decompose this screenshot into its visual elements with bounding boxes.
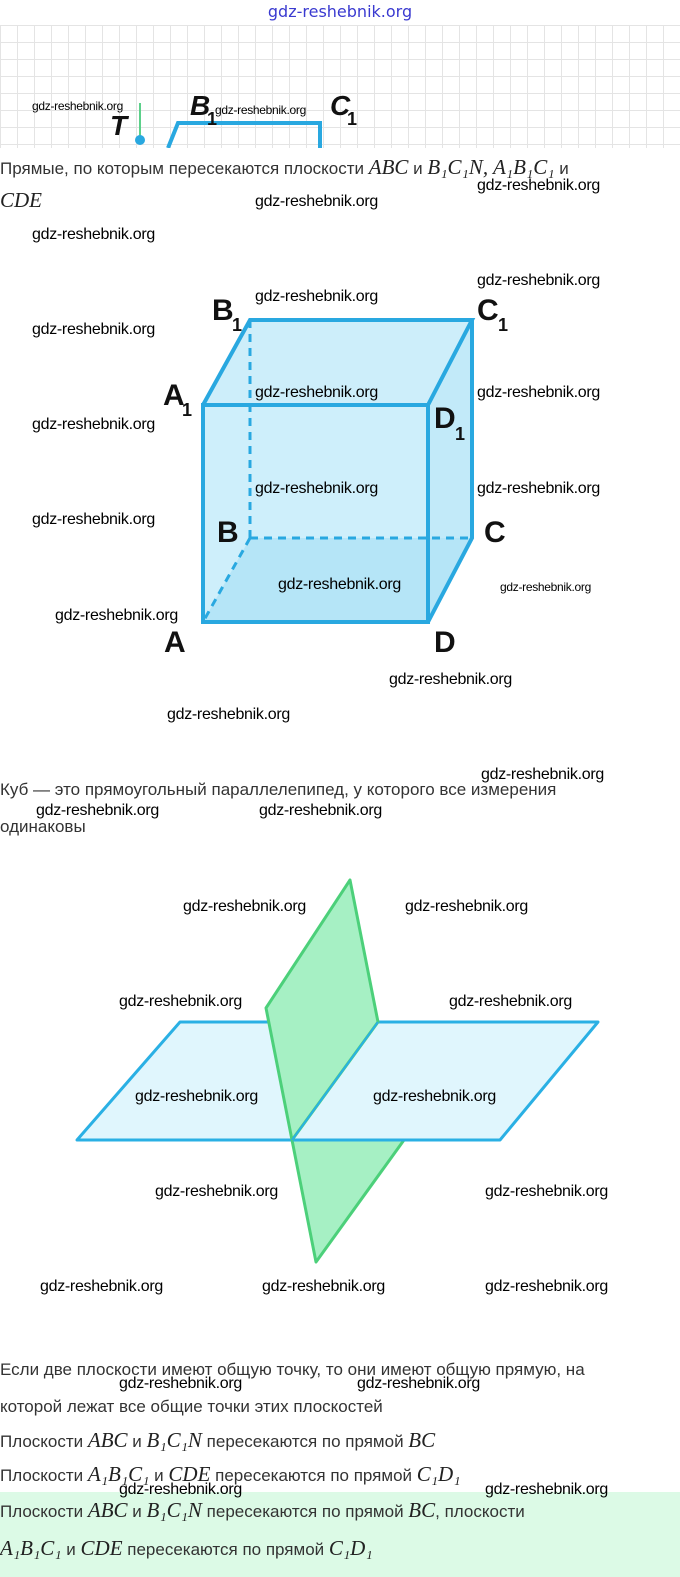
cube-definition: Куб — это прямоугольный параллелепипед, … <box>0 780 557 799</box>
watermark: gdz-reshebnik.org <box>55 607 178 624</box>
watermark: gdz-reshebnik.org <box>40 1278 163 1295</box>
watermark: gdz-reshebnik.org <box>500 580 591 594</box>
label-a: A <box>164 626 186 659</box>
watermark: gdz-reshebnik.org <box>278 576 401 593</box>
label-c1: C <box>330 90 351 121</box>
watermark: gdz-reshebnik.org <box>32 99 123 113</box>
watermark: gdz-reshebnik.org <box>373 1088 496 1105</box>
watermark: gdz-reshebnik.org <box>485 1278 608 1295</box>
label-c: C <box>484 516 506 549</box>
watermark: gdz-reshebnik.org <box>405 898 528 915</box>
statement-c1d1: Плоскости A₁B₁C₁ и CDE пересекаются по п… <box>0 1462 461 1486</box>
label-a1: A <box>163 379 185 412</box>
watermark: gdz-reshebnik.org <box>119 993 242 1010</box>
answer-line-2: A₁B₁C₁ и CDE пересекаются по прямой C₁D₁ <box>0 1536 373 1560</box>
watermark: gdz-reshebnik.org <box>119 1375 242 1392</box>
cube-top-fragment <box>166 121 322 148</box>
watermark: gdz-reshebnik.org <box>32 226 155 243</box>
watermark: gdz-reshebnik.org <box>255 288 378 305</box>
watermark: gdz-reshebnik.org <box>477 480 600 497</box>
watermark: gdz-reshebnik.org <box>119 1481 242 1498</box>
label-c1: C <box>477 294 499 327</box>
watermark: gdz-reshebnik.org <box>255 480 378 497</box>
watermark: gdz-reshebnik.org <box>477 384 600 401</box>
watermark: gdz-reshebnik.org <box>32 321 155 338</box>
site-header-link[interactable]: gdz-reshebnik.org <box>267 2 413 21</box>
watermark: gdz-reshebnik.org <box>477 177 600 194</box>
svg-text:1: 1 <box>455 424 465 444</box>
planes-figure <box>75 878 600 1264</box>
watermark: gdz-reshebnik.org <box>485 1481 608 1498</box>
watermark: gdz-reshebnik.org <box>183 898 306 915</box>
point-t <box>135 135 145 145</box>
answer-box <box>0 1492 680 1577</box>
watermark: gdz-reshebnik.org <box>481 766 604 783</box>
label-d1: D <box>434 402 456 435</box>
watermark: gdz-reshebnik.org <box>449 993 572 1010</box>
label-b: B <box>217 516 239 549</box>
svg-text:1: 1 <box>498 315 508 335</box>
svg-text:1: 1 <box>232 315 242 335</box>
watermark: gdz-reshebnik.org <box>135 1088 258 1105</box>
watermark: gdz-reshebnik.org <box>485 1183 608 1200</box>
top-figure-grid <box>0 25 680 148</box>
watermark: gdz-reshebnik.org <box>259 802 382 819</box>
watermark: gdz-reshebnik.org <box>32 511 155 528</box>
axiom-text: Если две плоскости имеют общую точку, то… <box>0 1360 585 1379</box>
paragraph-lines: Прямые, по которым пересекаются плоскост… <box>0 155 569 179</box>
label-b1: B <box>212 294 234 327</box>
label-b1: B <box>190 90 210 121</box>
watermark: gdz-reshebnik.org <box>357 1375 480 1392</box>
watermark: gdz-reshebnik.org <box>255 193 378 210</box>
label-d: D <box>434 626 456 659</box>
watermark: gdz-reshebnik.org <box>155 1183 278 1200</box>
watermark: gdz-reshebnik.org <box>262 1278 385 1295</box>
top-figure: T B 1 C 1 <box>110 90 357 148</box>
watermark: gdz-reshebnik.org <box>389 671 512 688</box>
watermark: gdz-reshebnik.org <box>215 103 306 117</box>
answer-line-1: Плоскости ABC и B₁C₁N пересекаются по пр… <box>0 1498 525 1522</box>
math-cde: CDE <box>0 188 42 212</box>
label-t: T <box>110 110 130 141</box>
svg-text:1: 1 <box>207 109 217 129</box>
svg-text:1: 1 <box>182 400 192 420</box>
watermark: gdz-reshebnik.org <box>255 384 378 401</box>
watermark: gdz-reshebnik.org <box>167 706 290 723</box>
watermark: gdz-reshebnik.org <box>477 272 600 289</box>
watermark: gdz-reshebnik.org <box>32 416 155 433</box>
svg-text:1: 1 <box>347 109 357 129</box>
statement-bc: Плоскости ABC и B₁C₁N пересекаются по пр… <box>0 1428 436 1452</box>
watermark: gdz-reshebnik.org <box>36 802 159 819</box>
